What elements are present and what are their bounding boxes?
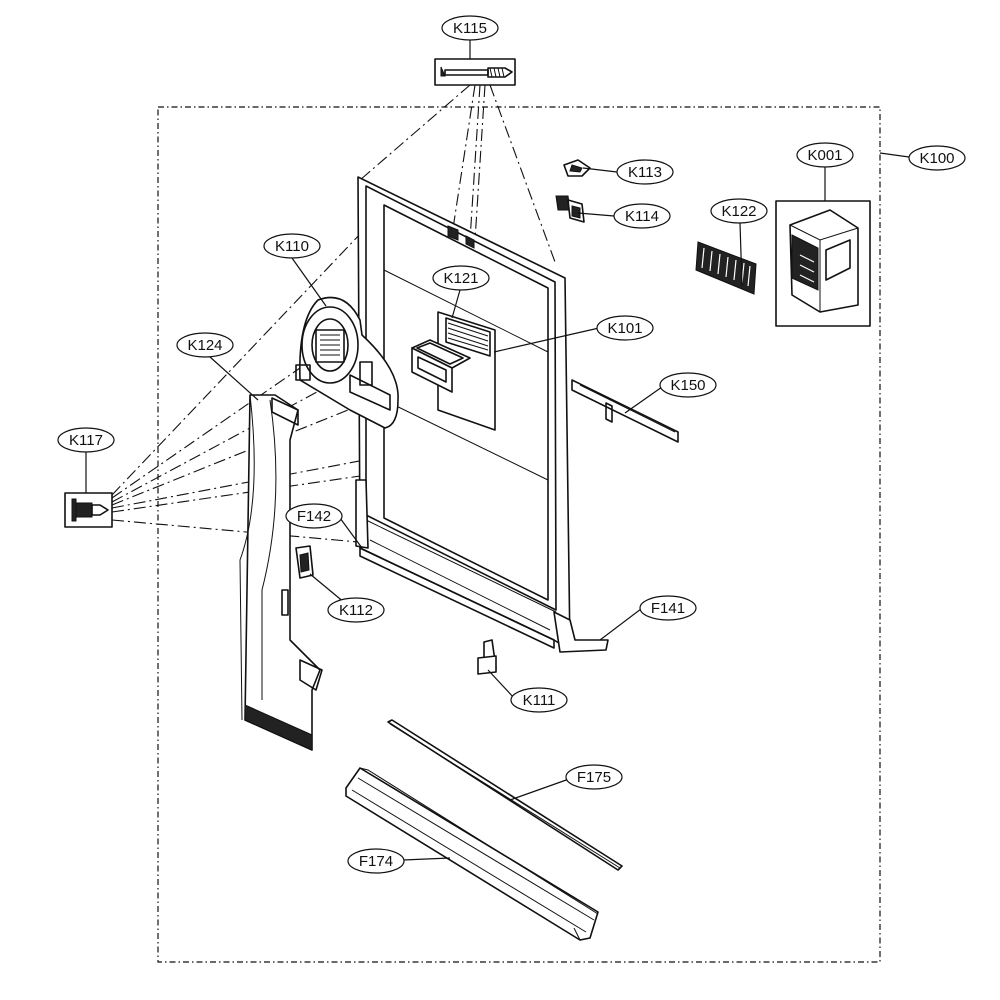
callout-k121: K121 bbox=[432, 265, 490, 291]
callout-k114: K114 bbox=[613, 203, 671, 229]
part-k110-housing bbox=[295, 296, 399, 429]
label-f175: F175 bbox=[577, 769, 611, 786]
label-k114: K114 bbox=[625, 208, 659, 225]
part-k113-clip bbox=[563, 159, 591, 177]
callout-k150: K150 bbox=[659, 372, 717, 398]
callout-f174: F174 bbox=[347, 848, 405, 874]
label-k001: K001 bbox=[807, 147, 842, 164]
label-k111: K111 bbox=[523, 692, 556, 709]
part-k001-module bbox=[775, 200, 871, 327]
label-f142: F142 bbox=[297, 508, 331, 525]
label-k124: K124 bbox=[187, 337, 222, 354]
label-k100: K100 bbox=[919, 150, 954, 167]
callout-k124: K124 bbox=[176, 332, 234, 358]
part-f175-rod bbox=[387, 719, 623, 871]
label-k113: K113 bbox=[628, 164, 662, 181]
part-k122-grille bbox=[695, 241, 757, 295]
part-k121-dispenser bbox=[411, 311, 496, 431]
label-k115: K115 bbox=[453, 20, 487, 37]
callout-k117: K117 bbox=[57, 427, 115, 453]
callout-f142: F142 bbox=[285, 503, 343, 529]
part-k117-screw bbox=[64, 492, 113, 528]
label-k150: K150 bbox=[670, 377, 705, 394]
assembly-boundary bbox=[157, 106, 881, 963]
label-k110: K110 bbox=[275, 238, 309, 255]
part-f174-rail bbox=[345, 767, 599, 941]
callout-f141: F141 bbox=[639, 595, 697, 621]
callout-k112: K112 bbox=[327, 597, 385, 623]
part-k150-rail bbox=[571, 379, 679, 443]
callout-k101: K101 bbox=[596, 315, 654, 341]
label-k101: K101 bbox=[607, 320, 642, 337]
label-f141: F141 bbox=[651, 600, 685, 617]
callout-k122: K122 bbox=[710, 198, 768, 224]
callout-k110: K110 bbox=[263, 233, 321, 259]
label-k121: K121 bbox=[443, 270, 478, 287]
part-k114-latch bbox=[555, 195, 585, 223]
part-k115-screw bbox=[434, 58, 516, 86]
callout-k111: K111 bbox=[510, 687, 568, 713]
label-f174: F174 bbox=[359, 853, 393, 870]
part-k112-bracket bbox=[295, 545, 314, 579]
part-k124-trim bbox=[239, 394, 323, 751]
callout-f175: F175 bbox=[565, 764, 623, 790]
callout-k115: K115 bbox=[441, 15, 499, 41]
callout-k100: K100 bbox=[908, 145, 966, 171]
leader-lines bbox=[85, 40, 910, 861]
screw-lines-k115 bbox=[359, 84, 556, 263]
callout-k113: K113 bbox=[616, 159, 674, 185]
part-k111-bracket bbox=[477, 639, 497, 675]
label-k112: K112 bbox=[339, 602, 373, 619]
callout-k001: K001 bbox=[796, 142, 854, 168]
label-k122: K122 bbox=[721, 203, 756, 220]
label-k117: K117 bbox=[69, 432, 103, 449]
